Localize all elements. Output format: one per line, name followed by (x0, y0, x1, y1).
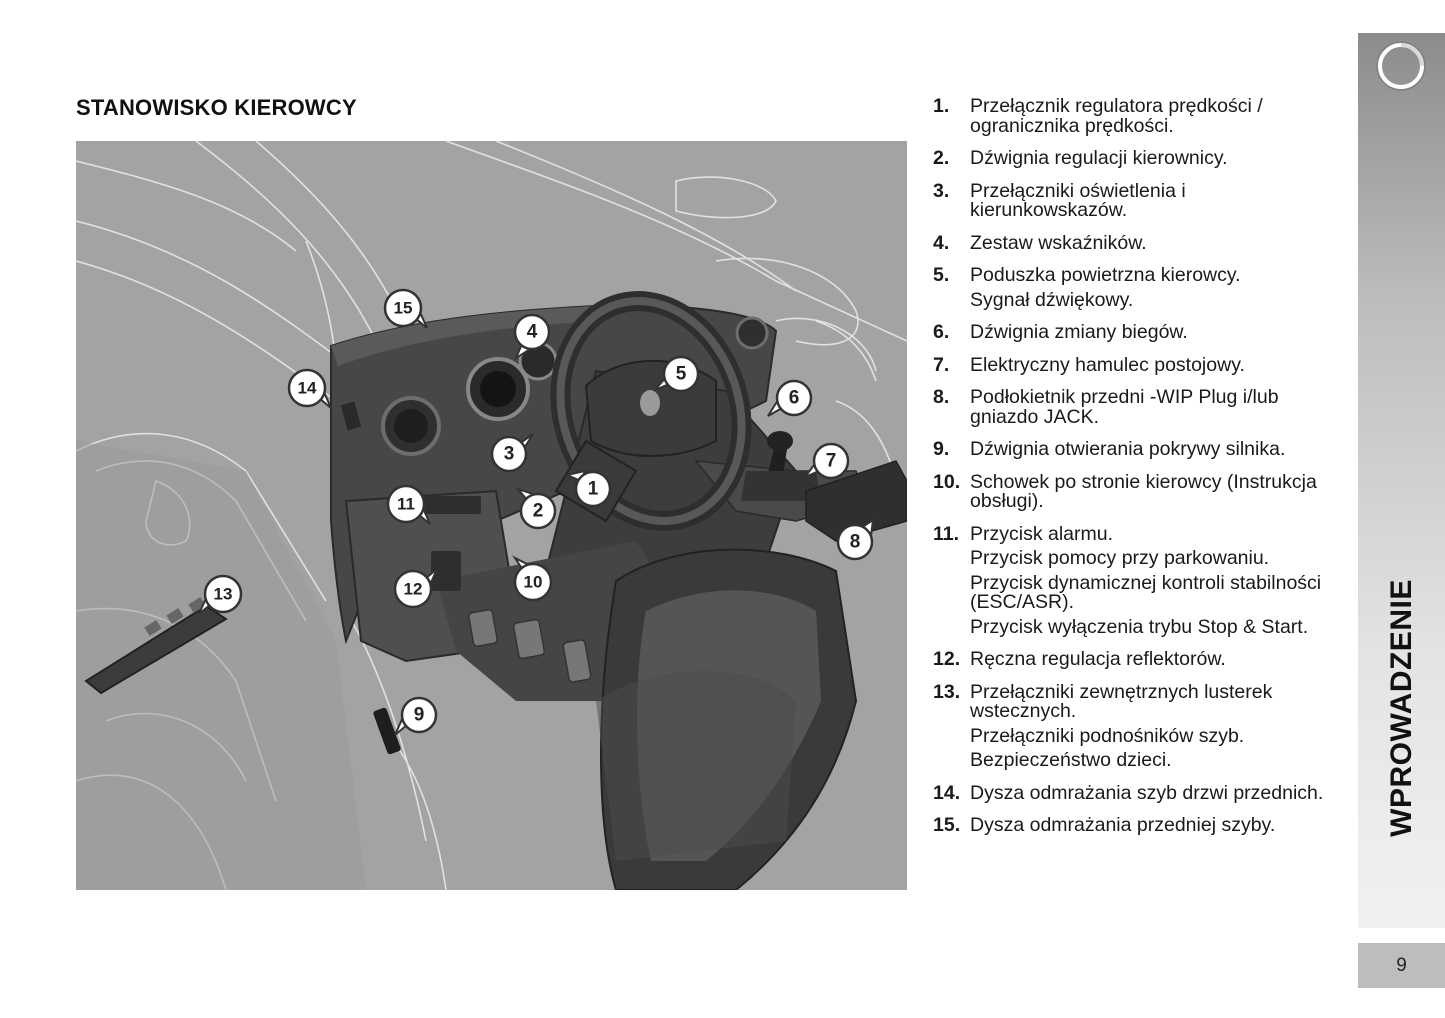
callout-4: 4 (513, 313, 551, 361)
legend-item-1: 1. Przełącznik regulatora prędkości / og… (933, 95, 1263, 137)
svg-text:6: 6 (789, 388, 800, 409)
svg-text:4: 4 (527, 322, 538, 343)
legend-item-3: 3. Przełączniki oświetlenia i kierunkows… (933, 179, 1186, 221)
svg-text:9: 9 (414, 705, 425, 726)
callout-5: 5 (654, 355, 700, 393)
chapter-label: WPROWADZENIE (1385, 579, 1419, 837)
legend-item-11: 11. Przycisk alarmu. Przycisk pomocy prz… (933, 522, 1322, 638)
svg-text:10: 10 (524, 573, 543, 592)
svg-text:13: 13 (214, 585, 233, 604)
svg-text:3: 3 (504, 444, 515, 465)
legend-item-8: 8. Podłokietnik przedni -WIP Plug i/lub … (933, 386, 1279, 428)
legend-item-4: 4. Zestaw wskaźników. (933, 231, 1147, 254)
bonnet-release-lever (373, 707, 401, 755)
legend-item-10: 10. Schowek po stronie kierowcy (Instruk… (933, 470, 1317, 512)
legend-item-7: 7. Elektryczny hamulec postojowy. (933, 353, 1245, 376)
legend-item-14: 14. Dysza odmrażania szyb drzwi przednic… (933, 781, 1324, 804)
callout-14: 14 (287, 368, 332, 409)
callout-3: 3 (490, 433, 534, 473)
callout-12: 12 (393, 568, 438, 609)
legend-item-6: 6. Dźwignia zmiany biegów. (933, 321, 1188, 343)
callout-13: 13 (198, 574, 243, 615)
svg-text:14: 14 (298, 379, 317, 398)
steering-wheel (550, 291, 752, 531)
svg-text:2: 2 (533, 501, 544, 522)
callout-7: 7 (801, 442, 850, 480)
svg-text:15: 15 (394, 299, 413, 318)
svg-text:1: 1 (588, 479, 599, 500)
callout-15: 15 (383, 288, 428, 329)
legend-item-13: 13. Przełączniki zewnętrznych lusterek w… (933, 680, 1273, 771)
callout-6: 6 (767, 379, 813, 417)
instrument-cluster (466, 341, 558, 421)
air-vent-left (381, 396, 441, 456)
callout-8: 8 (836, 517, 875, 561)
svg-text:7: 7 (826, 451, 837, 472)
callout-9: 9 (394, 696, 438, 736)
callout-10: 10 (512, 555, 553, 602)
chapter-side-tab: WPROWADZENIE (1358, 33, 1445, 928)
legend-item-9: 9. Dźwignia otwierania pokrywy silnika. (933, 438, 1286, 460)
callout-1: 1 (563, 469, 612, 508)
legend-item-12: 12. Ręczna regulacja reflektorów. (933, 648, 1226, 670)
chapter-ring-icon (1374, 39, 1428, 93)
door-panel (76, 441, 366, 890)
svg-text:11: 11 (397, 495, 415, 514)
gear-lever (741, 431, 821, 501)
legend-item-2: 2. Dźwignia regulacji kierownicy. (933, 147, 1228, 169)
page-title: STANOWISKO KIEROWCY (76, 95, 357, 120)
pedals (468, 609, 592, 683)
svg-text:8: 8 (850, 532, 861, 553)
page-number: 9 (1358, 943, 1445, 988)
svg-text:12: 12 (404, 580, 423, 599)
legend-item-15: 15. Dysza odmrażania przedniej szyby. (933, 814, 1276, 836)
legend-item-5: 5. Poduszka powietrzna kierowcy. Sygnał … (933, 264, 1241, 311)
window-switch-panel (84, 597, 228, 695)
svg-text:5: 5 (676, 364, 687, 385)
component-legend-list: 1. Przełącznik regulatora prędkości / og… (933, 95, 1348, 849)
air-vent-right (735, 316, 769, 350)
driver-cockpit-illustration: 1 2 3 4 5 6 7 8 (76, 141, 907, 890)
callout-2: 2 (514, 486, 557, 530)
callout-11: 11 (386, 484, 431, 525)
